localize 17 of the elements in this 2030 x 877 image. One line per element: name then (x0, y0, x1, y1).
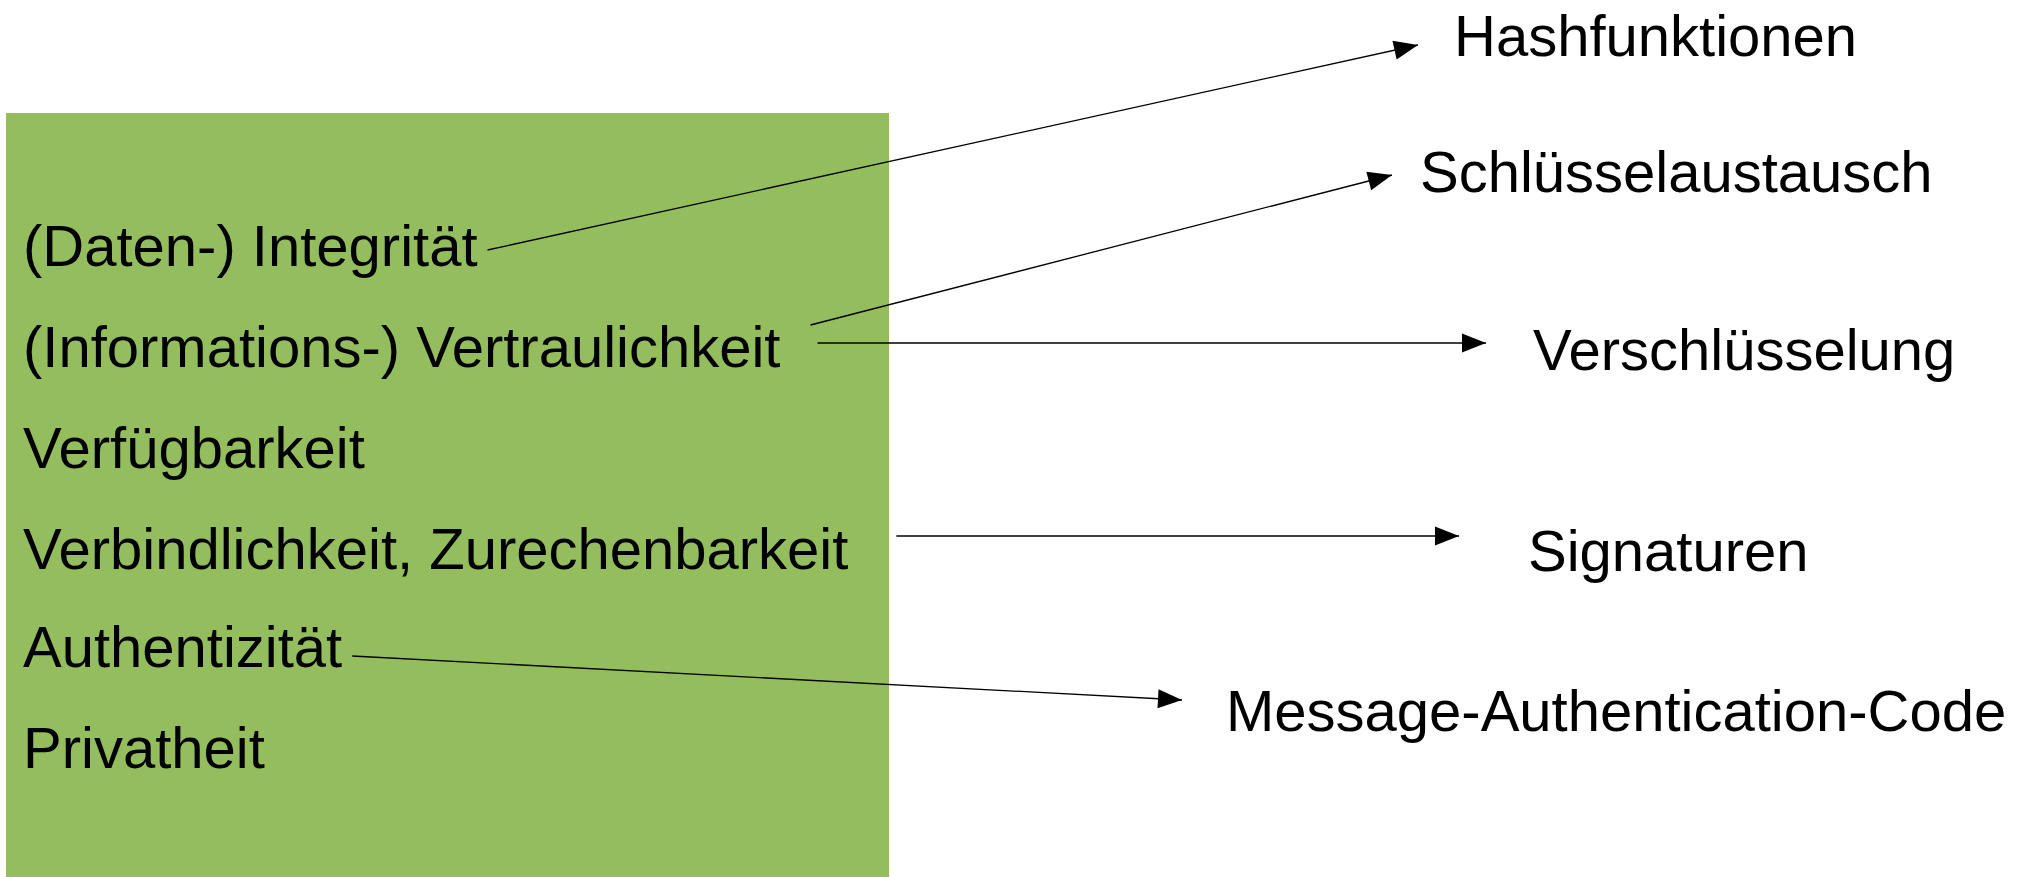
arrow (486, 40, 1419, 251)
goal-label: Privatheit (23, 713, 265, 783)
target-label: Verschlüsselung (1533, 315, 1956, 385)
goals-panel (6, 113, 889, 877)
target-label: Hashfunktionen (1454, 1, 1858, 71)
arrow (351, 655, 1183, 709)
goal-label: Verfügbarkeit (23, 413, 365, 483)
goal-label: (Daten-) Integrität (23, 211, 478, 281)
goal-label: (Informations-) Vertraulichkeit (23, 312, 781, 382)
target-label: Message-Authentication-Code (1226, 676, 2007, 746)
arrow (809, 171, 1393, 326)
goal-label: Authentizität (23, 612, 343, 682)
arrow (816, 333, 1487, 353)
target-label: Schlüsselaustausch (1420, 137, 1933, 207)
target-label: Signaturen (1528, 516, 1809, 586)
goal-label: Verbindlichkeit, Zurechenbarkeit (23, 514, 849, 584)
arrow (895, 526, 1460, 546)
